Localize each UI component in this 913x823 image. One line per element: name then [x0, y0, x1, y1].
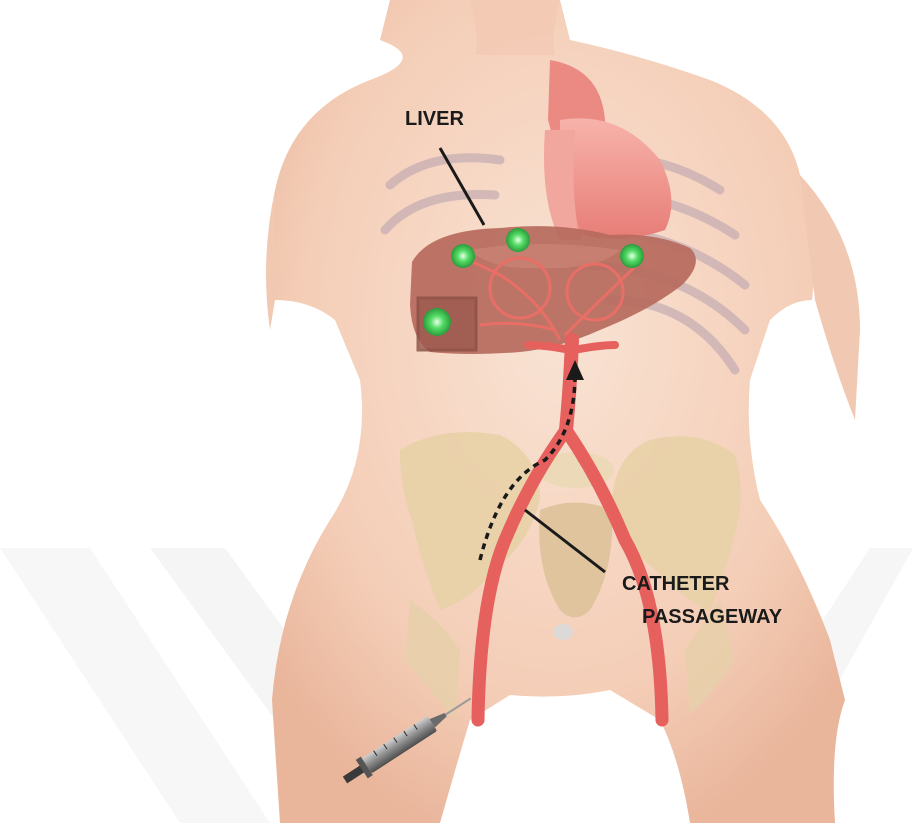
left-arm — [266, 190, 275, 330]
catheter-label: CATHETER — [622, 573, 730, 595]
tumor-icon — [423, 308, 451, 336]
passageway-label: PASSAGEWAY — [642, 606, 783, 628]
neck-shadow — [470, 0, 560, 55]
tumor-icon — [451, 244, 475, 268]
pubic-joint — [553, 624, 573, 640]
tumor-icon — [506, 228, 530, 252]
tumor-icon — [620, 244, 644, 268]
liver-label: LIVER — [405, 108, 464, 130]
